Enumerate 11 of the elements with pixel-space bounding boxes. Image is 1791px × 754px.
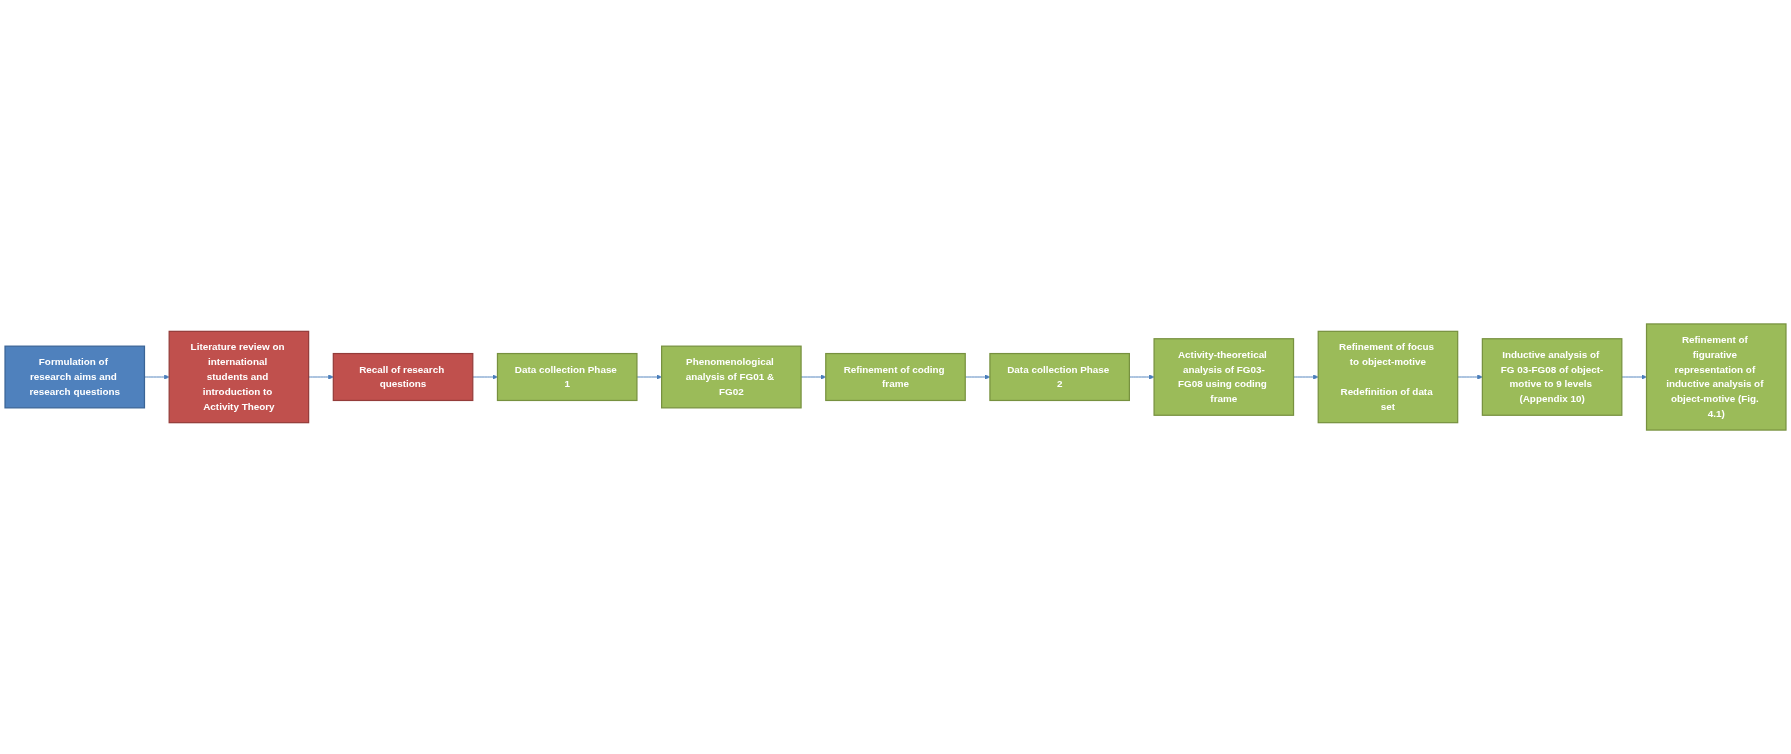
node-box: Recall of research questions — [332, 352, 474, 402]
node-box: Literature review on international students and introduction to Activity Theory — [168, 330, 310, 424]
node-box: Inductive analysis of FG 03-FG08 of object-motive to 9 levels (Appendix 10) — [1481, 338, 1623, 416]
node-box: Refinement of focus to object-motive Redefinition of data set — [1317, 330, 1459, 424]
node-box: Refinement of coding frame — [825, 352, 966, 402]
node-box: Phenomenological analysis of FG01 & FG02 — [661, 345, 802, 409]
node-box: Refinement of figurative representation of inductive analysis of object-motive (Fig. 4.1) — [1645, 323, 1787, 431]
node-box: Formulation of research aims and research questions — [4, 345, 146, 409]
node-box: Activity-theoretical analysis of FG03-FG08 using coding frame — [1153, 338, 1295, 416]
node-box: Data collection Phase 1 — [496, 352, 638, 402]
node-box: Data collection Phase 2 — [989, 352, 1130, 402]
